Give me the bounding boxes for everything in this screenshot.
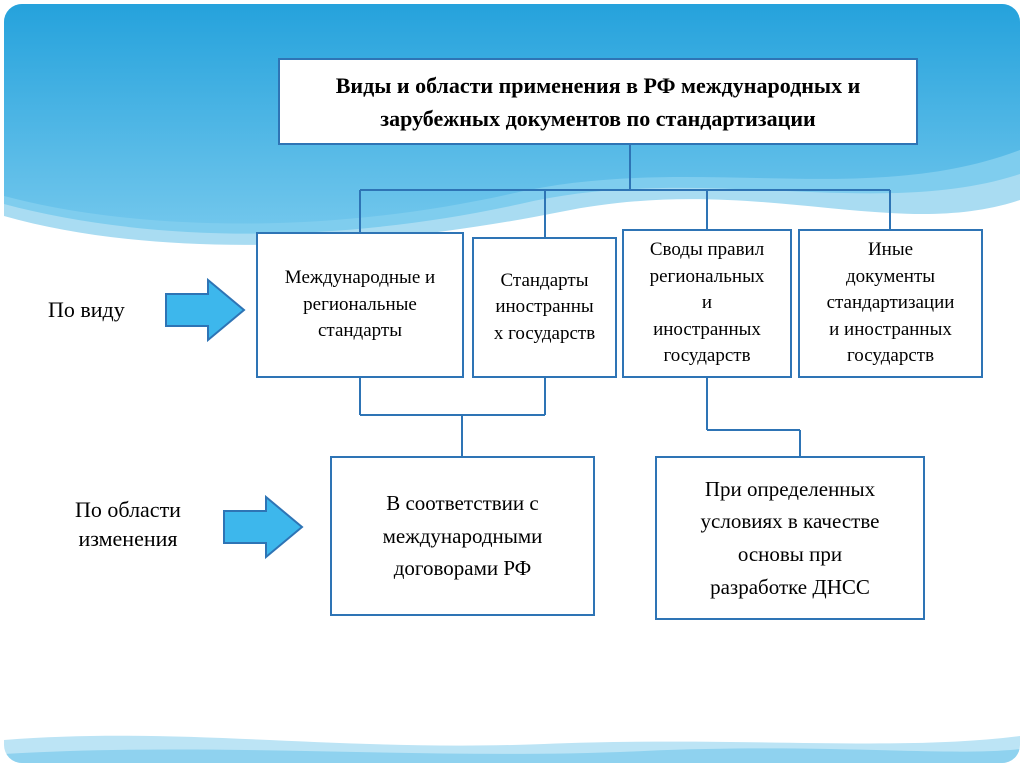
title-box: Виды и области применения в РФ междунаро… (278, 58, 918, 145)
node-label: Иные документы стандартизации и иностран… (826, 239, 955, 367)
node-other-documents: Иные документы стандартизации и иностран… (798, 229, 983, 378)
node-international-regional-standards: Международные и региональные стандарты (256, 232, 464, 378)
node-international-treaties: В соответствии с международными договора… (330, 456, 595, 616)
node-codes-of-rules: Своды правил региональных и иностранных … (622, 229, 792, 378)
node-label: В соответствии с международными договора… (382, 491, 543, 581)
node-label: Стандарты иностранны х государств (493, 269, 596, 344)
row-label-by-area: По области изменения (75, 497, 181, 551)
node-foreign-standards: Стандарты иностранны х государств (472, 237, 617, 378)
row-label-by-type: По виду (48, 297, 125, 322)
node-basis-for-dnss: При определенных условиях в качестве осн… (655, 456, 925, 620)
bottom-wave-dark (4, 748, 1020, 763)
slide-title: Виды и области применения в РФ междунаро… (335, 72, 861, 131)
node-label: При определенных условиях в качестве осн… (700, 476, 880, 599)
node-label: Международные и региональные стандарты (284, 267, 436, 342)
node-label: Своды правил региональных и иностранных … (649, 239, 765, 367)
